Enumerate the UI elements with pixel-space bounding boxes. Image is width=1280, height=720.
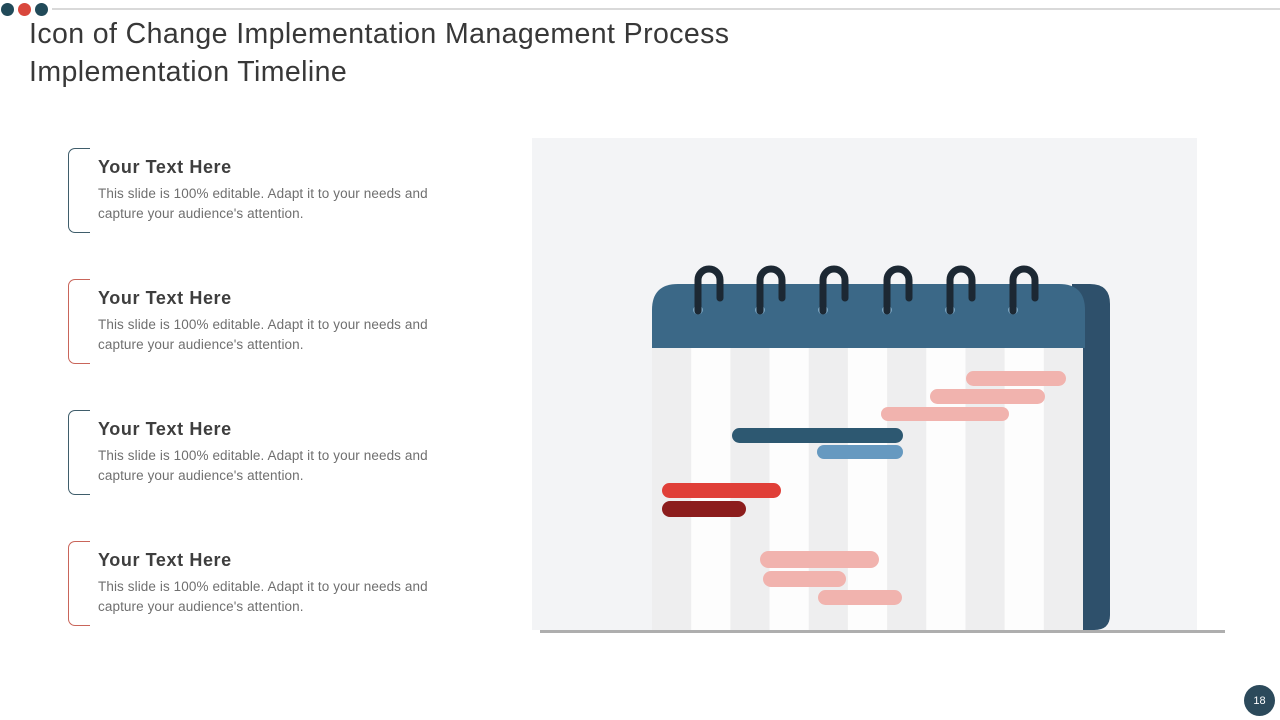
bracket-icon <box>68 148 90 233</box>
bracket-icon <box>68 279 90 364</box>
text-block-heading: Your Text Here <box>98 419 232 439</box>
accent-dot-icon <box>35 3 48 16</box>
illustration-panel <box>532 138 1197 630</box>
gantt-bar <box>930 389 1045 404</box>
text-block-heading: Your Text Here <box>98 550 232 570</box>
top-divider-line <box>52 8 1280 10</box>
text-block-heading: Your Text Here <box>98 157 232 177</box>
gantt-bar <box>763 571 846 587</box>
spiral-ring-icon <box>756 265 786 315</box>
slide-title-line2: Implementation Timeline <box>29 56 348 88</box>
slide-accent-dots <box>1 3 48 16</box>
gantt-bar <box>662 483 781 498</box>
gantt-bar <box>966 371 1066 386</box>
bracket-icon <box>68 541 90 626</box>
gantt-bar <box>760 551 879 568</box>
page-number: 18 <box>1253 694 1266 707</box>
spiral-ring-icon <box>819 265 849 315</box>
spiral-ring-icon <box>946 265 976 315</box>
text-block-body: This slide is 100% editable. Adapt it to… <box>98 186 428 221</box>
spiral-ring-icon <box>883 265 913 315</box>
spiral-ring-icon <box>1009 265 1039 315</box>
slide-title: Icon of Change Implementation Management… <box>29 15 729 91</box>
page-number-badge: 18 <box>1244 685 1275 716</box>
accent-dot-icon <box>1 3 14 16</box>
text-block-body: This slide is 100% editable. Adapt it to… <box>98 317 428 352</box>
gantt-bar <box>662 501 746 517</box>
calendar-column-stripe <box>1043 348 1083 630</box>
gantt-bar <box>818 590 902 605</box>
spiral-calendar-gantt-icon <box>652 265 1110 630</box>
calendar-column-stripe <box>887 348 927 630</box>
calendar-column-stripe <box>808 348 848 630</box>
spiral-ring-icon <box>694 265 724 315</box>
gantt-bar <box>732 428 903 443</box>
illustration-baseline <box>540 630 1225 633</box>
accent-dot-icon <box>18 3 31 16</box>
slide-title-line1: Icon of Change Implementation Management… <box>29 18 730 50</box>
gantt-bar <box>817 445 903 459</box>
text-block-heading: Your Text Here <box>98 288 232 308</box>
gantt-bar <box>881 407 1009 421</box>
bracket-icon <box>68 410 90 495</box>
text-block-body: This slide is 100% editable. Adapt it to… <box>98 579 428 614</box>
text-block-body: This slide is 100% editable. Adapt it to… <box>98 448 428 483</box>
